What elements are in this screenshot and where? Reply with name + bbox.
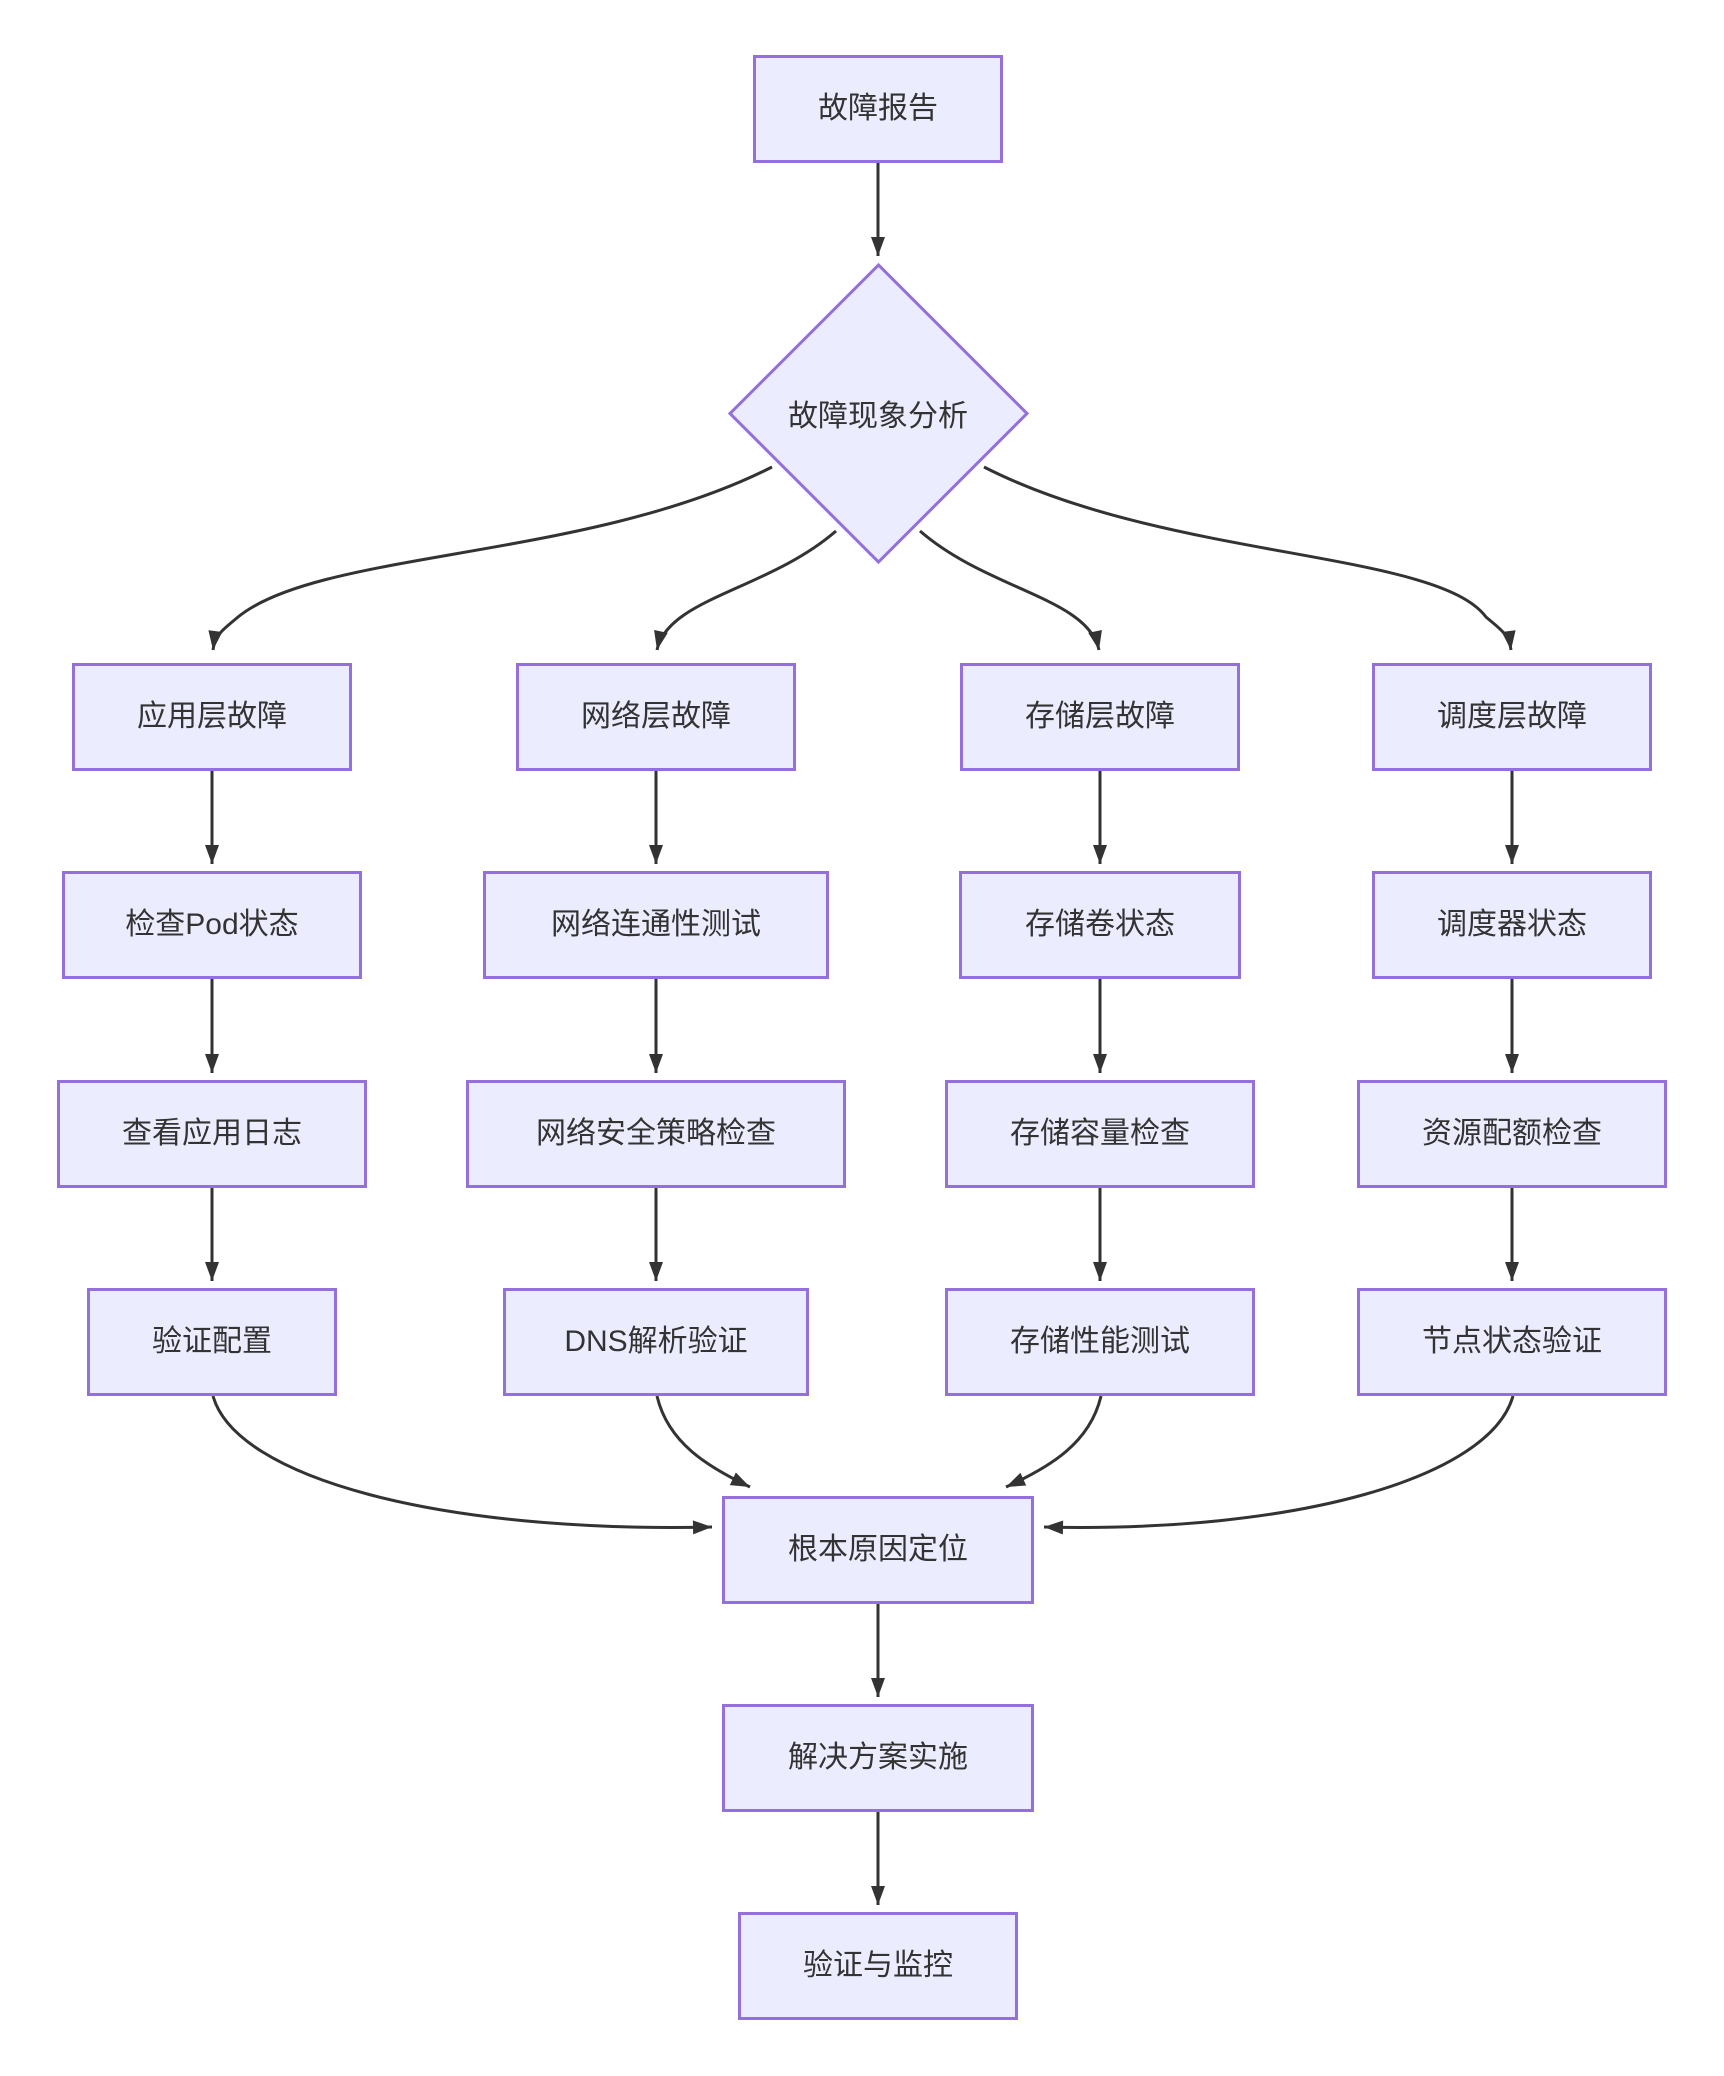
node-view-logs: 查看应用日志 [57, 1080, 367, 1188]
node-label: 网络安全策略检查 [536, 1117, 776, 1150]
node-label: 调度器状态 [1437, 908, 1587, 941]
node-volume-status: 存储卷状态 [959, 871, 1241, 979]
node-quota-check: 资源配额检查 [1357, 1080, 1667, 1188]
node-label: 验证配置 [152, 1325, 272, 1358]
node-label: 应用层故障 [137, 700, 287, 733]
edge-analysis-to-storage-layer [919, 529, 1102, 651]
edge-analysis-to-network-layer [654, 529, 837, 651]
edge-analysis-to-sched-layer [983, 465, 1516, 651]
node-app-layer: 应用层故障 [72, 663, 352, 771]
node-label: 验证与监控 [803, 1949, 953, 1982]
node-label: 故障报告 [818, 92, 938, 125]
node-label: 节点状态验证 [1422, 1325, 1602, 1358]
node-verify-monitor: 验证与监控 [738, 1912, 1018, 2020]
edge-dns-verify-to-root-cause [655, 1395, 751, 1489]
edge-analysis-to-app-layer [208, 465, 773, 651]
node-net-test: 网络连通性测试 [483, 871, 829, 979]
node-label: 资源配额检查 [1422, 1117, 1602, 1150]
node-label: 存储卷状态 [1025, 908, 1175, 941]
node-net-policy: 网络安全策略检查 [466, 1080, 846, 1188]
edge-node-verify-to-root-cause [1043, 1395, 1515, 1535]
node-dns-verify: DNS解析验证 [503, 1288, 809, 1396]
node-scheduler-status: 调度器状态 [1372, 871, 1652, 979]
node-label: 检查Pod状态 [125, 908, 299, 941]
node-perf-test: 存储性能测试 [945, 1288, 1255, 1396]
node-label: 存储容量检查 [1010, 1117, 1190, 1150]
node-label: 根本原因定位 [788, 1533, 968, 1566]
node-capacity-check: 存储容量检查 [945, 1080, 1255, 1188]
node-fault-report: 故障报告 [753, 55, 1003, 163]
node-label: 存储层故障 [1025, 700, 1175, 733]
node-label: 查看应用日志 [122, 1117, 302, 1150]
node-label: 存储性能测试 [1010, 1325, 1190, 1358]
node-node-verify: 节点状态验证 [1357, 1288, 1667, 1396]
node-label: 解决方案实施 [788, 1741, 968, 1774]
node-phenomenon-analysis: 故障现象分析 [788, 400, 968, 433]
edge-perf-test-to-root-cause [1005, 1395, 1103, 1489]
node-root-cause: 根本原因定位 [722, 1496, 1034, 1604]
node-network-layer: 网络层故障 [516, 663, 796, 771]
node-label: 网络层故障 [581, 700, 731, 733]
node-check-pod: 检查Pod状态 [62, 871, 362, 979]
node-storage-layer: 存储层故障 [960, 663, 1240, 771]
edge-verify-config-to-root-cause [211, 1395, 713, 1535]
node-verify-config: 验证配置 [87, 1288, 337, 1396]
node-label: 网络连通性测试 [551, 908, 761, 941]
node-solution: 解决方案实施 [722, 1704, 1034, 1812]
node-label: 调度层故障 [1437, 700, 1587, 733]
node-label: DNS解析验证 [564, 1325, 748, 1358]
node-sched-layer: 调度层故障 [1372, 663, 1652, 771]
